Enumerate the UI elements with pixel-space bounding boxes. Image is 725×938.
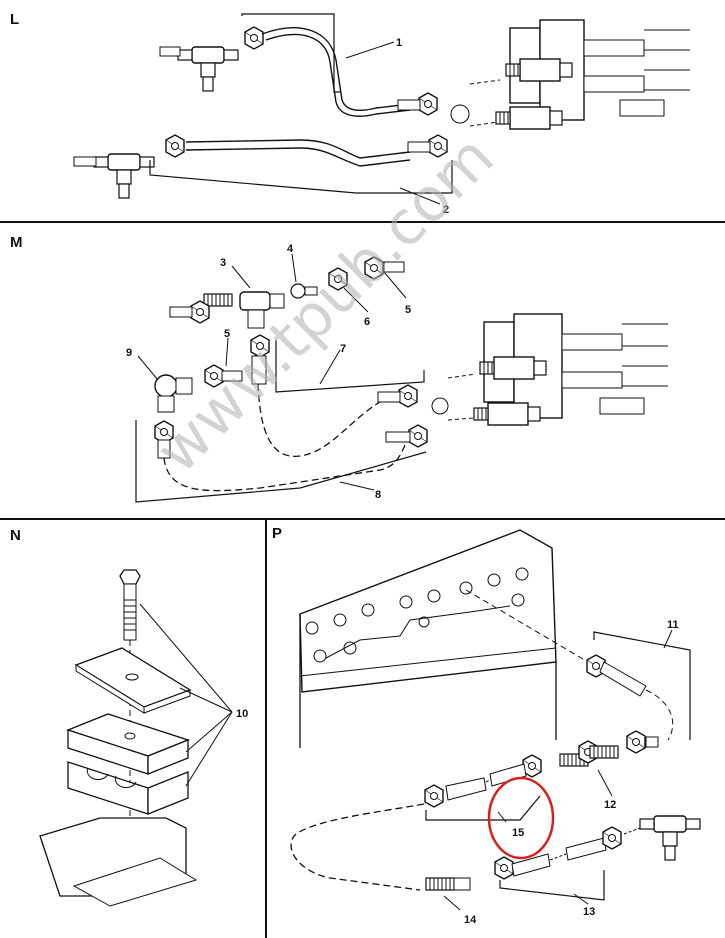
- return-tube: [290, 803, 425, 891]
- panel-M-letter: M: [10, 234, 23, 251]
- callout-15: 15: [512, 827, 524, 839]
- panel-housing: [299, 529, 557, 748]
- nut-7-right: [398, 384, 418, 408]
- callout-14: 14: [464, 914, 477, 926]
- fitting-12: [559, 740, 619, 767]
- tube-8: [163, 439, 409, 492]
- bracket-7: [275, 340, 425, 393]
- tube-1: [261, 27, 411, 112]
- callout-6: 6: [364, 316, 370, 328]
- callout-10: 10: [236, 708, 248, 720]
- panel-L-letter: L: [10, 11, 19, 28]
- bracket-13: [499, 870, 605, 901]
- callout-4: 4: [287, 243, 294, 255]
- panel-N-letter: N: [10, 527, 21, 544]
- mount-block-lower: [67, 761, 189, 815]
- highlight-circle-15: [487, 776, 555, 860]
- nut-1-right: [418, 92, 438, 116]
- valve-assembly-L: [469, 19, 690, 130]
- nut-L-upper: [244, 26, 264, 50]
- nut-8-right: [408, 424, 428, 448]
- bolt-upper-left: [73, 46, 181, 167]
- tube-15: [424, 754, 542, 808]
- nut-L-lower: [165, 134, 185, 158]
- panel-N: N: [10, 527, 248, 907]
- callout-7: 7: [340, 343, 346, 355]
- callout-13: 13: [583, 906, 595, 918]
- panel-fittings: [305, 567, 529, 663]
- callout-2: 2: [443, 204, 449, 216]
- callout-12: 12: [604, 799, 616, 811]
- nut-11-end: [626, 730, 646, 754]
- item-4: [290, 283, 318, 299]
- callout-9: 9: [126, 347, 132, 359]
- tube-2: [185, 139, 411, 159]
- elbow-9: [154, 374, 193, 413]
- fitting-14: [425, 877, 471, 891]
- callout-3: 3: [220, 257, 226, 269]
- callout-5: 5: [405, 304, 411, 316]
- item-5-lower: [250, 334, 270, 385]
- item-5-top: [364, 256, 405, 280]
- tee-fitting-lower: [93, 153, 155, 199]
- bracket-11: [593, 631, 691, 740]
- tee-fitting-upper: [177, 46, 239, 92]
- mount-block-upper: [66, 713, 190, 775]
- tube-13: [494, 826, 622, 880]
- callout-11: 11: [667, 619, 679, 631]
- callout-8: 8: [375, 489, 381, 501]
- tee-fitting-P: [639, 815, 701, 861]
- bracket-1: [241, 13, 340, 93]
- callout-1: 1: [396, 37, 402, 49]
- panel-L: L: [10, 11, 690, 216]
- base-bracket: [39, 817, 198, 907]
- callout-5b: 5: [224, 328, 230, 340]
- tube-11: [586, 654, 674, 741]
- nut-left-M: [190, 300, 210, 324]
- tube-7: [257, 383, 403, 457]
- valve-assembly-M: [447, 313, 668, 426]
- panel-M: M: [10, 234, 668, 503]
- washer-plate: [74, 647, 192, 714]
- panel-P-letter: P: [272, 525, 282, 542]
- bracket-8: [135, 420, 427, 503]
- bracket-2: [149, 160, 453, 194]
- bracket-15: [425, 795, 541, 821]
- elbow-3: [203, 291, 285, 329]
- panel-frames: [0, 221, 725, 938]
- panel-P: P: [272, 525, 701, 926]
